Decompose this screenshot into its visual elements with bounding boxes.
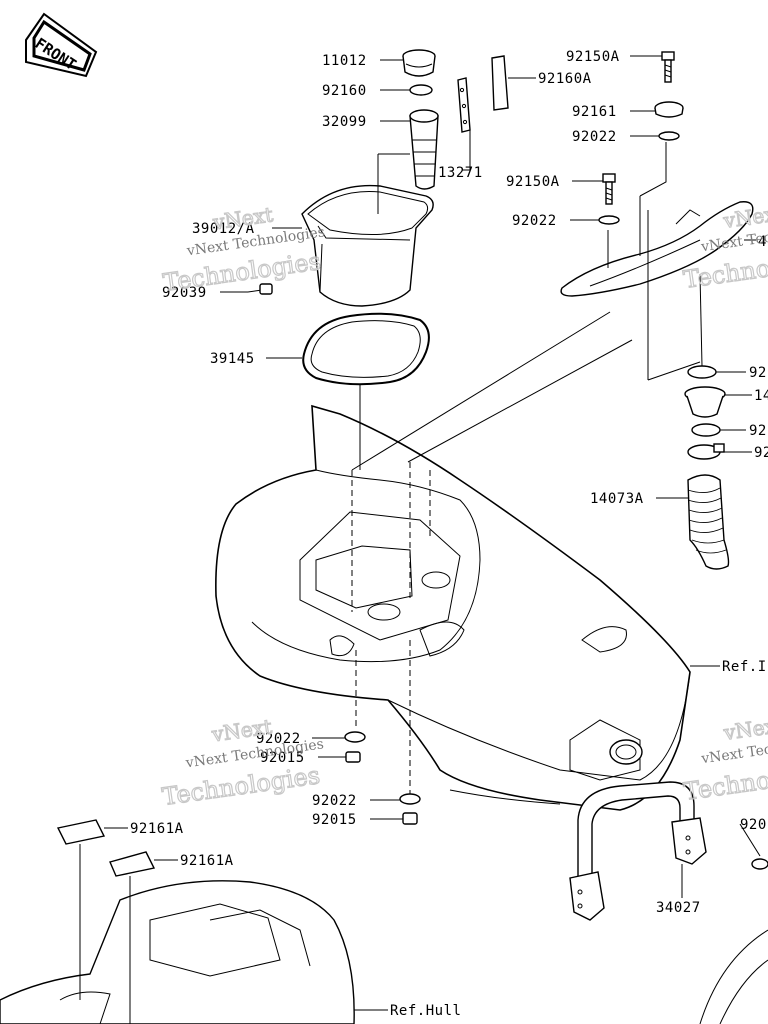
label-92039: 92039 xyxy=(162,285,207,301)
nut-92015-low2 xyxy=(402,812,418,825)
grab-bar-34027 xyxy=(569,781,768,921)
bolt-92150A-top xyxy=(661,51,675,83)
watermark-line3: Technologies xyxy=(161,247,322,297)
hull-deck xyxy=(215,404,691,811)
front-badge: FRONT xyxy=(25,12,98,78)
label-92015-low2: 92015 xyxy=(312,812,357,828)
o-ring-92-a xyxy=(687,365,717,379)
label-92160A: 92160A xyxy=(538,71,592,87)
label-92150A-top: 92150A xyxy=(566,49,620,65)
hull-lower-left xyxy=(0,880,355,1024)
label-32099: 32099 xyxy=(322,114,367,130)
label-92022-low1: 92022 xyxy=(256,731,301,747)
pad-92161A-1 xyxy=(56,819,106,845)
watermark-1: vNext vNext Technologies Technologies xyxy=(161,202,326,298)
label-92-a: 92 xyxy=(749,365,767,381)
label-11012: 11012 xyxy=(322,53,367,69)
hose-14073A xyxy=(687,474,730,570)
nut-92015-low1 xyxy=(345,751,361,763)
o-ring-92-b xyxy=(691,423,721,437)
gasket-39145 xyxy=(302,312,430,386)
label-ref-right: Ref.I xyxy=(722,659,767,675)
bracket-13271 xyxy=(457,77,471,133)
washer-92022-top xyxy=(658,131,680,141)
label-14: 14 xyxy=(754,388,768,404)
watermark-4: vNext vNext Technologies Technologies xyxy=(681,712,768,806)
label-920: 920 xyxy=(740,817,767,833)
label-92-c: 92 xyxy=(754,445,768,461)
pad-92161A-2 xyxy=(109,851,156,877)
label-92150A-mid: 92150A xyxy=(506,174,560,190)
washer-92022-low1 xyxy=(344,731,366,743)
label-39145: 39145 xyxy=(210,351,255,367)
storage-box-39012A xyxy=(301,184,434,307)
watermark-line1-d: vNext xyxy=(721,713,768,745)
label-92022-top: 92022 xyxy=(572,129,617,145)
o-ring-92160 xyxy=(409,84,433,96)
bolt-92150A-mid xyxy=(602,173,616,205)
label-92-b: 92 xyxy=(749,423,767,439)
label-92161A-1: 92161A xyxy=(130,821,184,837)
label-13271: 13271 xyxy=(438,165,483,181)
label-14073A: 14073A xyxy=(590,491,644,507)
washer-92022-mid xyxy=(598,215,620,225)
label-92161: 92161 xyxy=(572,104,617,120)
grab-handle xyxy=(560,201,754,297)
watermark-line3-b: Technologies xyxy=(160,761,321,811)
label-92015-low1: 92015 xyxy=(260,750,305,766)
label-39012A: 39012/A xyxy=(192,221,255,237)
label-ref-hull: Ref.Hull xyxy=(390,1003,461,1019)
label-92022-low2: 92022 xyxy=(312,793,357,809)
screw-92039 xyxy=(247,283,273,295)
clamp-92-c xyxy=(687,443,725,460)
hull-right-lower xyxy=(699,929,768,1024)
watermark-line1: vNext xyxy=(211,202,275,234)
assembly-lines xyxy=(79,142,703,1024)
label-34027: 34027 xyxy=(656,900,701,916)
label-4: 4 xyxy=(758,234,767,250)
pad-92160A xyxy=(491,55,509,111)
cap-11012 xyxy=(402,49,436,77)
label-92161A-2: 92161A xyxy=(180,853,234,869)
watermark-line1-c: vNext xyxy=(721,201,768,233)
washer-92022-low2 xyxy=(399,793,421,805)
part-labels: 11012 92160 32099 13271 39012/A 92039 39… xyxy=(130,49,768,1019)
label-92022-mid: 92022 xyxy=(512,213,557,229)
filler-pipe-32099 xyxy=(409,109,439,190)
leader-lines xyxy=(104,55,761,1011)
collar-14 xyxy=(684,386,726,418)
label-92160: 92160 xyxy=(322,83,367,99)
cap-92161 xyxy=(654,101,684,118)
